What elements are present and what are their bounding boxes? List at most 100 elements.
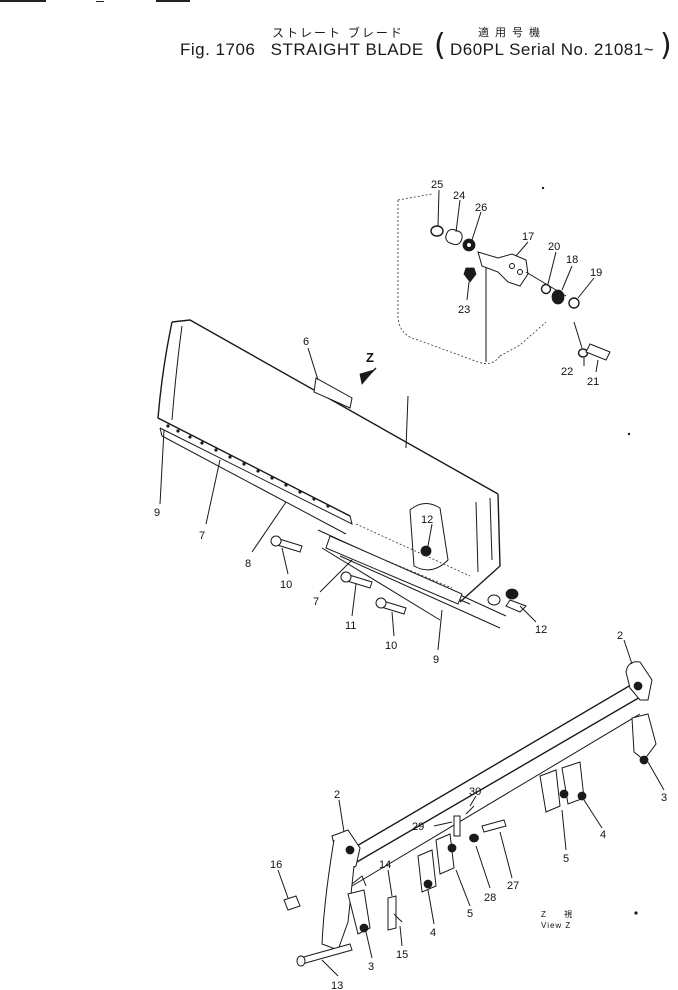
edge-dash-2	[365, 551, 453, 589]
blade-section-line	[405, 395, 409, 449]
part-2-right-bracket	[625, 661, 653, 701]
callout-labels: 25 24 26 17 20 18 19 23 22 21 6 9 7 8 10…	[154, 179, 667, 990]
blade-frame-assembly	[277, 639, 665, 977]
trunnion-assembly	[430, 189, 611, 373]
part-21-bolt	[585, 343, 611, 361]
part-28-bushing	[469, 833, 479, 843]
callout-9b: 9	[433, 654, 439, 666]
callout-5b: 5	[467, 908, 473, 920]
callout-5a: 5	[563, 853, 569, 865]
part-12-washer	[505, 599, 527, 613]
part-10-bolt-a-head	[270, 535, 282, 547]
leader-4a	[583, 799, 603, 829]
view-z-label-jp: Z 視	[541, 910, 580, 919]
callout-23: 23	[458, 304, 470, 316]
leader-6	[307, 347, 319, 381]
part-30-cotter	[465, 805, 475, 815]
part-17-hole-a	[509, 263, 515, 269]
leader-16	[277, 869, 289, 899]
leader-15	[399, 925, 403, 947]
part-7-edge-lower	[325, 535, 463, 605]
leader-2b	[338, 799, 345, 833]
part-16-plug	[283, 895, 301, 911]
part-12-nut-a	[487, 594, 501, 606]
header-rule-left	[0, 0, 46, 2]
tractor-frame-inset	[397, 193, 547, 364]
leader-28	[475, 845, 491, 889]
callout-4b: 4	[430, 927, 436, 939]
cutting-edge-holes	[166, 424, 330, 508]
frame-left-end	[321, 839, 355, 951]
leader-24	[455, 199, 461, 233]
part-26-seal-hole	[466, 242, 472, 248]
callout-12a: 12	[421, 514, 433, 526]
leader-30	[469, 795, 477, 807]
callout-2b: 2	[334, 789, 340, 801]
part-2-left-pin	[345, 845, 355, 855]
callout-7b: 7	[313, 596, 319, 608]
callout-25: 25	[431, 179, 443, 191]
edge-dash-1	[355, 523, 471, 577]
frame-outline	[397, 200, 501, 364]
part-13-pin-head	[296, 955, 306, 967]
callout-21: 21	[587, 376, 599, 388]
leader-3b	[365, 931, 373, 959]
part-13-pin	[299, 943, 353, 965]
part-3-right-pin	[639, 755, 649, 765]
cutting-edge-top	[157, 417, 353, 525]
part-5-bracket-right	[539, 769, 561, 813]
callout-18: 18	[566, 254, 578, 266]
part-10-bolt-b-head	[375, 597, 387, 609]
leader-12a	[427, 523, 433, 547]
part-14-pin	[387, 895, 397, 931]
callout-3b: 3	[368, 961, 374, 973]
blade-right-end	[459, 493, 501, 603]
view-z-arrow-label: Z	[366, 350, 374, 365]
leader-5a	[561, 809, 567, 851]
leader-5b	[455, 869, 471, 907]
leader-21	[595, 359, 599, 373]
leader-4b	[427, 889, 435, 925]
callout-26: 26	[475, 202, 487, 214]
callout-13: 13	[331, 980, 343, 990]
blade-right-inner	[475, 501, 479, 573]
blade-left-rib	[171, 325, 183, 421]
leader-17	[515, 241, 529, 257]
figure-number: Fig. 1706	[180, 40, 256, 59]
leader-19	[577, 277, 595, 299]
blade-right-face	[489, 497, 493, 561]
callout-3a: 3	[661, 792, 667, 804]
callout-9a: 9	[154, 507, 160, 519]
blade-top-edge	[171, 319, 499, 495]
callout-7a: 7	[199, 530, 205, 542]
part-18-nut	[551, 289, 565, 305]
leader-7a	[205, 459, 221, 525]
callout-12b: 12	[535, 624, 547, 636]
leader-12b	[519, 605, 537, 623]
leader-29	[433, 821, 453, 827]
part-29-pin	[453, 815, 461, 837]
header-rule-mid	[96, 1, 104, 2]
callout-11: 11	[345, 620, 356, 632]
part-6-plate	[313, 377, 353, 409]
leader-13	[321, 959, 339, 977]
part-25-washer	[430, 225, 444, 237]
frame-beam-front	[349, 695, 643, 867]
part-3-right-lug	[631, 713, 657, 761]
callout-19: 19	[590, 267, 602, 279]
part-15-cotter	[393, 913, 403, 923]
frame-beam-top	[349, 681, 637, 851]
callout-20: 20	[548, 241, 560, 253]
part-5-bracket-left	[435, 833, 455, 875]
callout-4a: 4	[600, 829, 606, 841]
blade-assembly	[157, 319, 537, 651]
part-19-washer	[568, 297, 580, 309]
leader-8	[251, 501, 287, 553]
leader-10b	[391, 611, 395, 637]
leader-23	[466, 281, 470, 301]
part-11-bolt-head	[340, 571, 352, 583]
part-2-right-pin	[633, 681, 643, 691]
callout-16: 16	[270, 859, 282, 871]
view-z-label-en: View Z	[541, 921, 571, 930]
